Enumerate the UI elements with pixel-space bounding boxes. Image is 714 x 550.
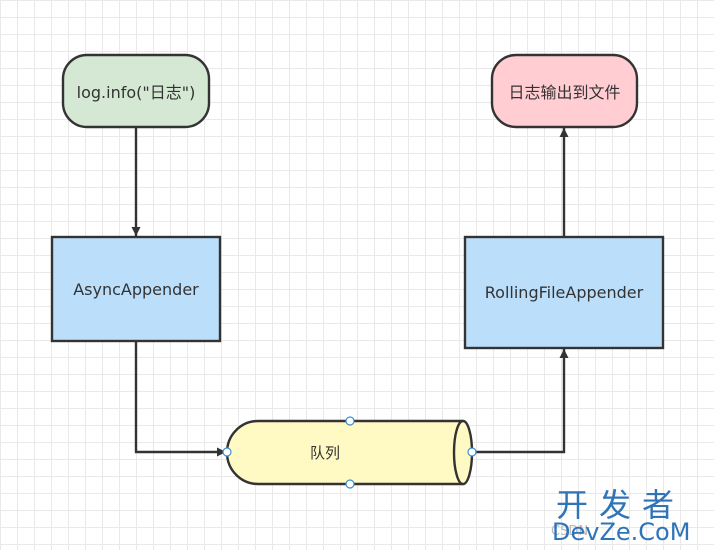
watermark-brand-en: DevZe.CoM: [552, 518, 691, 546]
queue-handle-left[interactable]: [222, 447, 232, 457]
async-appender-label: AsyncAppender: [73, 279, 199, 299]
queue-label: 队列: [309, 443, 340, 462]
arrow-queue-to-rolling: [472, 349, 569, 454]
csdn-watermark: CSDN: [551, 524, 589, 539]
queue-node[interactable]: [225, 419, 474, 486]
arrow-async-to-queue: [134, 342, 226, 457]
watermark-brand-cn: 开发者: [556, 486, 686, 524]
async-appender-node[interactable]: [50, 235, 222, 343]
output-file-label: 日志输出到文件: [508, 83, 621, 102]
log-call-node[interactable]: [61, 53, 211, 129]
rolling-appender-label: RollingFileAppender: [484, 283, 644, 302]
rolling-appender-node[interactable]: [463, 235, 665, 350]
queue-handle-right[interactable]: [467, 447, 477, 457]
log-call-label: log.info("日志"): [76, 83, 196, 102]
queue-handle-bottom[interactable]: [345, 479, 355, 489]
output-file-node[interactable]: [490, 53, 639, 129]
queue-handle-top[interactable]: [345, 416, 355, 426]
